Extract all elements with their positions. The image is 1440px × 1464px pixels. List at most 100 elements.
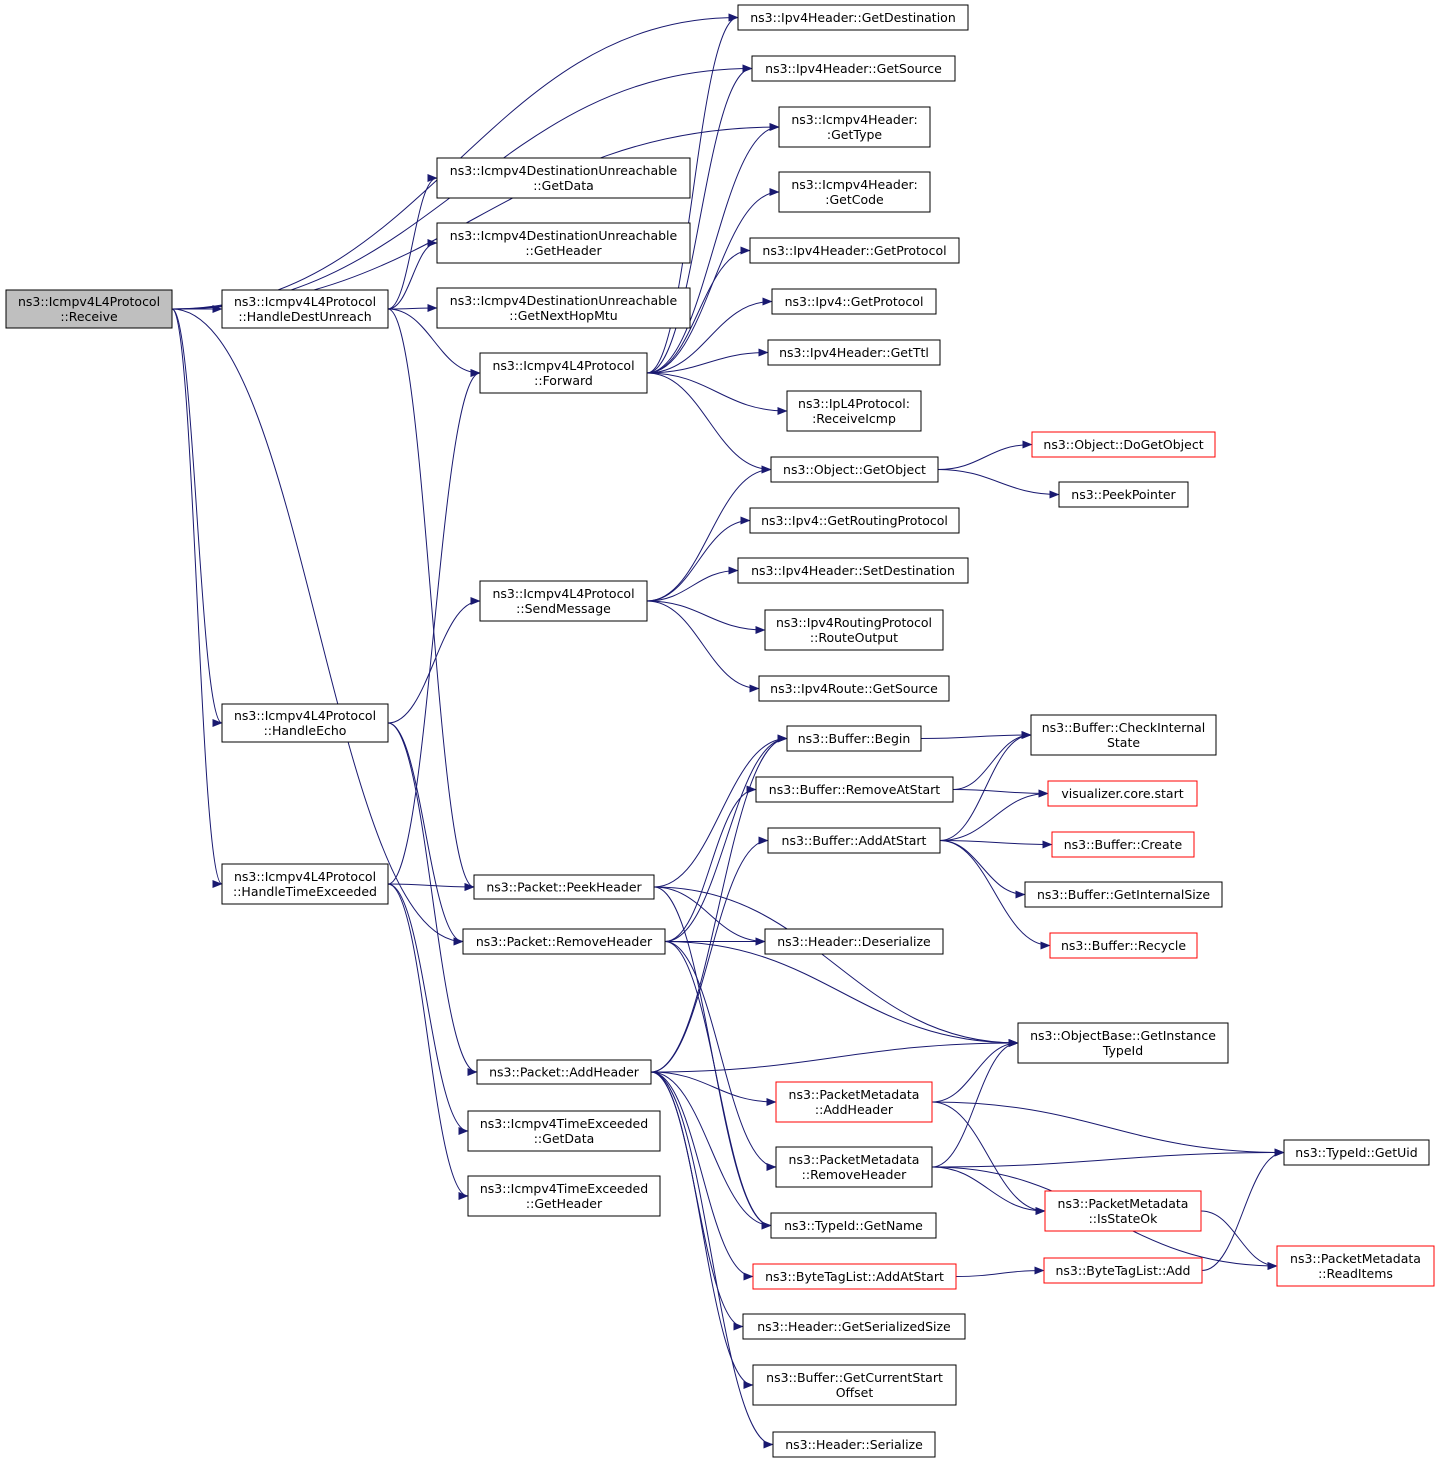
node-type-id-get-uid[interactable]: ns3::TypeId::GetUid [1283, 1139, 1430, 1166]
node-box [775, 1146, 933, 1188]
node-send-message[interactable]: ns3::Icmpv4L4Protocol::SendMessage [479, 580, 648, 622]
node-set-destination[interactable]: ns3::Ipv4Header::SetDestination [737, 557, 969, 584]
node-icmp-get-type[interactable]: ns3::Icmpv4Header::GetType [778, 106, 931, 148]
node-label: ns3::Icmpv4L4Protocol [492, 358, 634, 373]
node-viz-start[interactable]: visualizer.core.start [1047, 780, 1198, 807]
edge-pm-add-header-to-get-instance-type-id [931, 1039, 1019, 1103]
node-buffer-begin[interactable]: ns3::Buffer::Begin [786, 725, 922, 752]
edge-forward-to-icmp-get-type [646, 123, 780, 374]
node-get-routing-protocol[interactable]: ns3::Ipv4::GetRoutingProtocol [749, 507, 960, 534]
node-box [778, 106, 931, 148]
edge-handle-echo-to-remove-header [387, 722, 464, 946]
edge-handle-dest-unreach-to-peek-header [387, 308, 475, 891]
node-icmp-get-code[interactable]: ns3::Icmpv4Header::GetCode [778, 171, 931, 213]
node-label: State [1107, 735, 1140, 750]
node-label: ns3::Icmpv4L4Protocol [234, 708, 376, 723]
node-ipv4-get-ttl[interactable]: ns3::Ipv4Header::GetTtl [767, 339, 941, 366]
node-pm-read-items[interactable]: ns3::PacketMetadata::ReadItems [1276, 1245, 1435, 1287]
node-do-get-object[interactable]: ns3::Object::DoGetObject [1031, 431, 1216, 458]
edge-pm-remove-header-to-pm-is-state-ok [931, 1166, 1046, 1215]
node-ipv4-get-source[interactable]: ns3::Ipv4Header::GetSource [751, 55, 956, 82]
node-label: ns3::Ipv4::GetProtocol [785, 294, 924, 309]
edge-handle-echo-to-send-message [387, 597, 481, 724]
node-buffer-create[interactable]: ns3::Buffer::Create [1051, 831, 1195, 858]
node-label: ::ReadItems [1318, 1266, 1393, 1281]
node-box [737, 557, 969, 584]
node-ip-l4-receive-icmp[interactable]: ns3::IpL4Protocol::ReceiveIcmp [786, 390, 922, 432]
node-header-serialize[interactable]: ns3::Header::Serialize [772, 1431, 936, 1458]
node-buffer-add-at-start[interactable]: ns3::Buffer::AddAtStart [767, 827, 941, 854]
node-label: ns3::Icmpv4L4Protocol [234, 869, 376, 884]
node-du-get-header[interactable]: ns3::Icmpv4DestinationUnreachable::GetHe… [436, 222, 691, 264]
node-get-serialized-size[interactable]: ns3::Header::GetSerializedSize [742, 1313, 966, 1340]
node-du-get-data[interactable]: ns3::Icmpv4DestinationUnreachable::GetDa… [436, 157, 691, 199]
node-btl-add[interactable]: ns3::ByteTagList::Add [1043, 1257, 1203, 1284]
node-peek-pointer[interactable]: ns3::PeekPointer [1058, 481, 1189, 508]
edge-remove-header-to-get-instance-type-id [664, 941, 1019, 1047]
edge-remove-header-to-pm-remove-header [664, 941, 777, 1171]
edge-receive-to-handle-echo [171, 308, 223, 727]
node-ipv4-get-protocol[interactable]: ns3::Ipv4::GetProtocol [771, 288, 937, 315]
node-label: ns3::Ipv4Header::SetDestination [751, 563, 955, 578]
node-remove-header[interactable]: ns3::Packet::RemoveHeader [462, 928, 666, 955]
node-label: ns3::ByteTagList::AddAtStart [765, 1269, 944, 1284]
node-handle-time-exceeded[interactable]: ns3::Icmpv4L4Protocol::HandleTimeExceede… [221, 863, 389, 905]
node-btl-add-at-start[interactable]: ns3::ByteTagList::AddAtStart [752, 1263, 957, 1290]
node-label: ns3::Buffer::AddAtStart [782, 833, 927, 848]
node-buffer-get-internal-size[interactable]: ns3::Buffer::GetInternalSize [1024, 881, 1223, 908]
node-buffer-recycle[interactable]: ns3::Buffer::Recycle [1049, 932, 1198, 959]
edge-pm-is-state-ok-to-pm-read-items [1200, 1210, 1278, 1270]
node-peek-header[interactable]: ns3::Packet::PeekHeader [473, 874, 655, 900]
node-ipv4-get-destination[interactable]: ns3::Ipv4Header::GetDestination [737, 4, 969, 31]
node-box [462, 928, 666, 955]
node-header-deserialize[interactable]: ns3::Header::Deserialize [764, 928, 944, 955]
edge-receive-to-remove-header [171, 308, 464, 946]
edge-forward-to-ipv4-get-source [646, 64, 753, 374]
node-route-get-source[interactable]: ns3::Ipv4Route::GetSource [758, 675, 950, 702]
node-get-object[interactable]: ns3::Object::GetObject [770, 456, 939, 483]
node-label: ns3::Buffer::GetInternalSize [1037, 887, 1210, 902]
node-handle-echo[interactable]: ns3::Icmpv4L4Protocol::HandleEcho [221, 703, 389, 743]
edge-buffer-remove-at-start-to-viz-start [952, 789, 1049, 798]
node-buffer-remove-at-start[interactable]: ns3::Buffer::RemoveAtStart [755, 776, 954, 803]
node-forward[interactable]: ns3::Icmpv4L4Protocol::Forward [479, 352, 648, 394]
edge-pm-remove-header-to-type-id-get-uid [931, 1148, 1285, 1168]
node-te-get-data[interactable]: ns3::Icmpv4TimeExceeded::GetData [467, 1110, 661, 1152]
node-box [1051, 831, 1195, 858]
node-box [767, 827, 941, 854]
node-label: ::HandleEcho [264, 723, 347, 738]
node-du-get-next-hop-mtu[interactable]: ns3::Icmpv4DestinationUnreachable::GetNe… [436, 287, 691, 329]
node-label: ns3::Packet::AddHeader [489, 1065, 640, 1080]
node-te-get-header[interactable]: ns3::Icmpv4TimeExceeded::GetHeader [467, 1175, 661, 1217]
node-route-output[interactable]: ns3::Ipv4RoutingProtocol::RouteOutput [764, 609, 944, 651]
node-pm-add-header[interactable]: ns3::PacketMetadata::AddHeader [775, 1081, 933, 1123]
node-box [1283, 1139, 1430, 1166]
node-label: :ReceiveIcmp [812, 411, 896, 426]
node-label: ::AddHeader [815, 1102, 894, 1117]
node-label: ns3::Ipv4Header::GetSource [765, 61, 942, 76]
node-box [749, 507, 960, 534]
node-label: ns3::Header::Serialize [785, 1437, 923, 1452]
node-add-header[interactable]: ns3::Packet::AddHeader [476, 1059, 652, 1085]
node-label: ::HandleTimeExceeded [233, 884, 377, 899]
node-label: ns3::Buffer::GetCurrentStart [766, 1370, 943, 1385]
node-box [770, 1212, 937, 1239]
node-box [5, 289, 173, 329]
node-receive[interactable]: ns3::Icmpv4L4Protocol::Receive [5, 289, 173, 329]
edge-forward-to-ipv4-get-ttl [646, 348, 769, 374]
node-ipv4-hdr-get-protocol[interactable]: ns3::Ipv4Header::GetProtocol [749, 237, 960, 264]
edge-add-header-to-btl-add-at-start [650, 1071, 754, 1281]
node-label: ns3::Buffer::Begin [798, 731, 911, 746]
node-label: ns3::Object::DoGetObject [1043, 437, 1203, 452]
node-box [476, 1059, 652, 1085]
node-pm-remove-header[interactable]: ns3::PacketMetadata::RemoveHeader [775, 1146, 933, 1188]
node-label: ::RemoveHeader [802, 1167, 908, 1182]
node-handle-dest-unreach[interactable]: ns3::Icmpv4L4Protocol::HandleDestUnreach [221, 289, 389, 329]
node-box [1031, 431, 1216, 458]
node-type-id-get-name[interactable]: ns3::TypeId::GetName [770, 1212, 937, 1239]
node-pm-is-state-ok[interactable]: ns3::PacketMetadata::IsStateOk [1044, 1190, 1202, 1232]
node-box [1017, 1022, 1229, 1064]
